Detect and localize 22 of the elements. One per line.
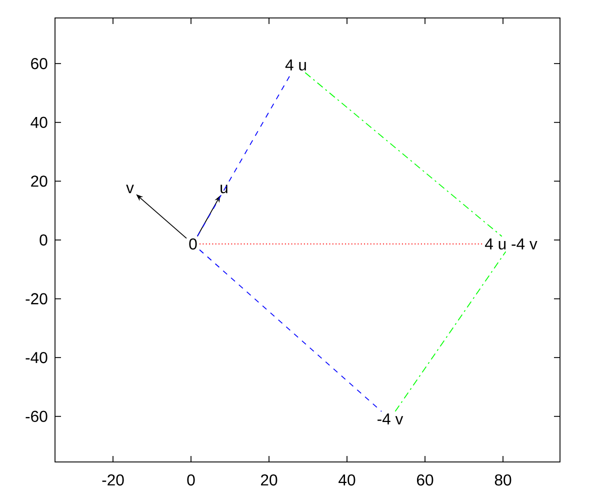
- point-label: 0: [189, 238, 197, 250]
- tick-label: 0: [187, 474, 195, 486]
- tick-label: -40: [26, 352, 48, 364]
- tick-label: 20: [31, 176, 48, 187]
- tick-label: -20: [102, 474, 124, 486]
- point-label: 4 u -4 v: [484, 238, 538, 250]
- connecting-line: [304, 72, 502, 237]
- tick-label: 20: [261, 474, 278, 486]
- point-label: u: [220, 184, 228, 194]
- point-label: v: [126, 184, 134, 194]
- tick-label: -20: [26, 293, 48, 304]
- connecting-line: [199, 249, 382, 412]
- point-label: -4 v: [378, 414, 404, 424]
- tick-label: 60: [31, 58, 48, 70]
- tick-label: -60: [26, 410, 48, 422]
- tick-label: 40: [30, 116, 48, 128]
- tick-label: 0: [40, 234, 48, 246]
- tick-label: 80: [494, 474, 512, 486]
- tick-label: 40: [338, 474, 356, 486]
- point-label: 4 u: [285, 59, 306, 71]
- connecting-line: [394, 251, 506, 412]
- tick-label: 60: [417, 474, 434, 486]
